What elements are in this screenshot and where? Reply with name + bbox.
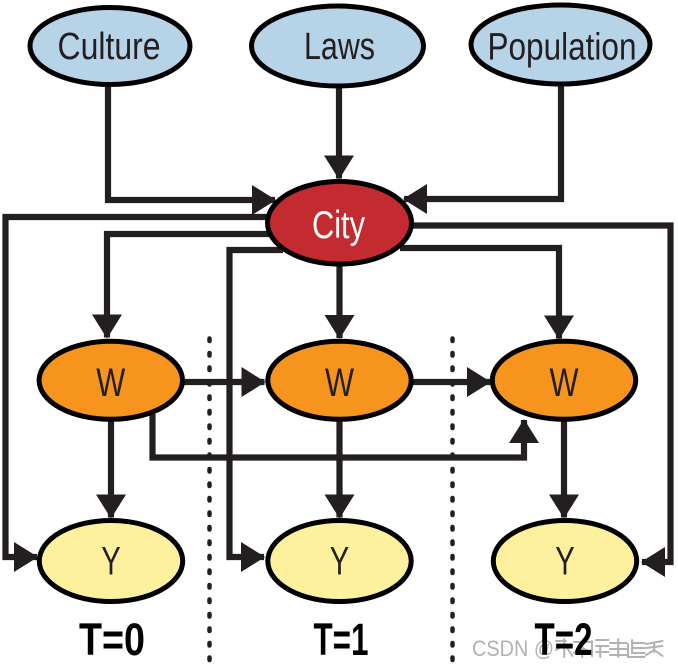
svg-text:City: City — [312, 204, 365, 247]
svg-text:Y: Y — [101, 540, 121, 584]
svg-text:T=0: T=0 — [79, 614, 145, 665]
svg-text:W: W — [325, 361, 354, 405]
svg-text:CSDN @: CSDN @ — [472, 636, 554, 661]
svg-text:W: W — [550, 361, 579, 405]
svg-text:Culture: Culture — [58, 26, 161, 68]
svg-text:Laws: Laws — [304, 26, 375, 68]
svg-text:W: W — [96, 361, 125, 405]
svg-text:Y: Y — [555, 540, 575, 584]
svg-text:T=1: T=1 — [314, 614, 369, 665]
svg-text:Population: Population — [488, 27, 637, 69]
svg-text:T=2: T=2 — [535, 614, 593, 665]
svg-text:Y: Y — [330, 540, 350, 584]
